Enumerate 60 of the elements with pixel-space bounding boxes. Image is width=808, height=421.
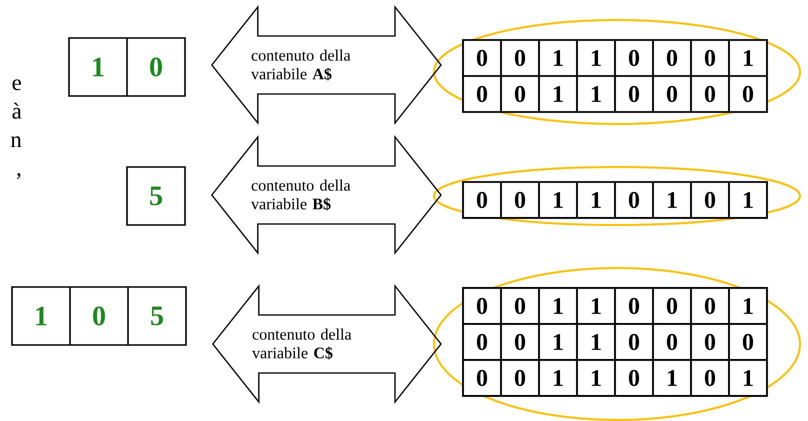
digit-box: 5 — [126, 166, 186, 226]
node-label: 0 — [628, 370, 640, 386]
ellipse — [433, 166, 801, 226]
edge-label: contenuto della variabile A$ — [251, 50, 350, 80]
node-label: 1 — [668, 192, 677, 208]
digit-box: 1 0 5 — [11, 286, 187, 346]
node-label: 0 — [666, 298, 678, 314]
node-label: 0 — [704, 50, 716, 66]
node-label: 0 — [514, 334, 526, 350]
node-label: 0 — [514, 298, 526, 314]
text-fragment: à — [12, 102, 22, 119]
node-label: 1 — [554, 86, 563, 102]
node-label: 1 — [592, 192, 601, 208]
node-label: 0 — [514, 50, 526, 66]
node-label: 0 — [628, 86, 640, 102]
node-label: 1 — [592, 334, 601, 350]
node-label: 1 — [744, 298, 753, 314]
node-label: 0 — [476, 50, 488, 66]
edge-label: contenuto della variabile B$ — [251, 180, 350, 210]
node-label: 1 — [592, 86, 601, 102]
node-label: 0 — [476, 298, 488, 314]
text-fragment: n — [10, 136, 22, 147]
node-label: 0 — [666, 334, 678, 350]
node-label: 1 — [668, 370, 677, 386]
node-label: 0 — [514, 370, 526, 386]
node-label: 0 — [514, 86, 526, 102]
node-label: 0 — [628, 298, 640, 314]
node-label: 1 — [554, 298, 563, 314]
node-label: 0 — [704, 334, 716, 350]
node-label: 0 — [628, 192, 640, 208]
node-label: 0 — [628, 50, 640, 66]
node-label: 0 — [628, 334, 640, 350]
node-label: 0 — [476, 334, 488, 350]
node-label: 0 — [704, 86, 716, 102]
digit-box: 1 0 — [68, 37, 186, 97]
node-label: 1 — [744, 370, 753, 386]
node-label: 0 — [514, 192, 526, 208]
text-fragment: , — [16, 173, 20, 179]
node-label: 0 — [742, 86, 754, 102]
node-label: 0 — [476, 192, 488, 208]
node-label: 0 — [476, 86, 488, 102]
node-label: 1 — [554, 192, 563, 208]
edge-label: contenuto della variabile C$ — [252, 328, 352, 360]
node-label: 1 — [554, 334, 563, 350]
node-label: 1 — [554, 370, 563, 386]
node-label: 0 — [704, 192, 716, 208]
node-label: 0 — [666, 86, 678, 102]
node-label: 1 — [592, 50, 601, 66]
node-label: 0 — [704, 298, 716, 314]
node-label: 1 — [554, 50, 563, 66]
node-label: 0 — [666, 50, 678, 66]
node-label: 0 — [742, 334, 754, 350]
node-label: 1 — [592, 370, 601, 386]
text-fragment: e — [12, 79, 21, 90]
node-label: 0 — [476, 370, 488, 386]
ellipse — [433, 267, 801, 421]
node-label: 0 — [704, 370, 716, 386]
node-label: 1 — [744, 192, 753, 208]
node-label: 1 — [744, 50, 753, 66]
node-label: 1 — [592, 298, 601, 314]
